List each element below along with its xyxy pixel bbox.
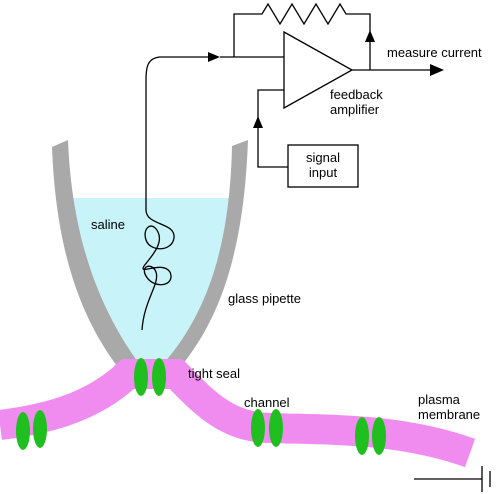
channel-mid-2 — [269, 409, 283, 447]
channel-left-2 — [33, 410, 47, 448]
signal-input-box — [287, 144, 359, 188]
channel-label: channel — [244, 395, 290, 410]
glass-pipette-label: glass pipette — [228, 291, 301, 306]
tight-seal-label: tight seal — [188, 366, 241, 381]
saline-label: saline — [91, 217, 125, 232]
feedback-resistor — [233, 2, 371, 70]
channel-mid-1 — [251, 409, 265, 447]
electrode-wire — [141, 56, 210, 331]
measure-current-label: measure current — [387, 45, 482, 60]
ion-channels — [16, 358, 386, 455]
channel-right-1 — [355, 417, 369, 455]
wire-arrow — [208, 52, 220, 62]
resistor-arrow — [365, 30, 375, 42]
channel-left-1 — [16, 412, 30, 450]
channel-seal-1 — [134, 358, 148, 396]
channel-right-2 — [372, 417, 386, 455]
plasma-membrane-label: plasma membrane — [418, 392, 481, 422]
pipette-wall-left — [52, 140, 140, 370]
signal-arrow — [253, 116, 263, 128]
signal-input-label: signal input — [306, 150, 340, 180]
channel-seal-2 — [152, 358, 166, 396]
feedback-amplifier-symbol — [283, 30, 354, 110]
signal-wire — [257, 89, 288, 168]
pipette-wall-right — [164, 140, 248, 370]
plasma-membrane — [0, 359, 476, 468]
output-arrow — [430, 64, 444, 76]
ground-icon — [414, 466, 491, 492]
feedback-amplifier-label: feedback amplifier — [330, 87, 383, 117]
